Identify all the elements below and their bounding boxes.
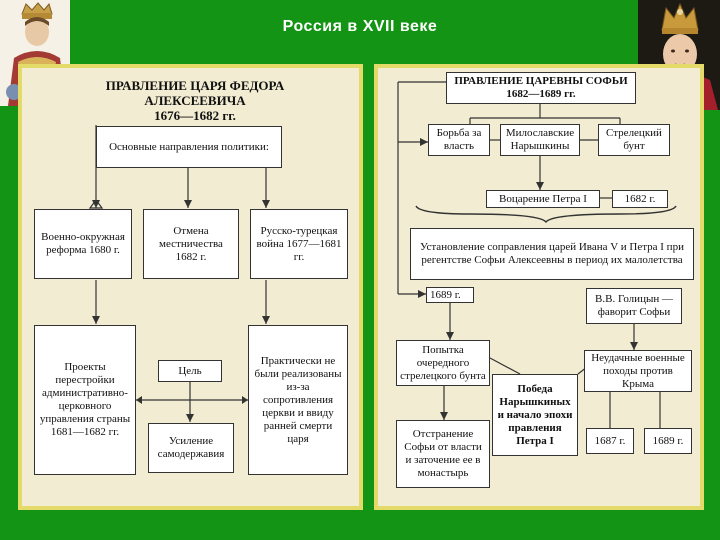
victory-box: Победа Нарышкиных и начало эпохи правлен…	[492, 374, 578, 456]
accession-box: Воцарение Петра I	[486, 190, 600, 208]
golitsyn-box: В.В. Голицын — фаворит Софьи	[586, 288, 682, 324]
failed-campaigns-box: Неудачные военные походы против Крыма	[584, 350, 692, 392]
year-1682-box: 1682 г.	[612, 190, 668, 208]
miloslavsky-box: Милославские Нарышкины	[500, 124, 580, 156]
goal-box: Цель	[158, 360, 222, 382]
main-directions-box: Основные направления политики:	[96, 126, 282, 168]
abolition-box: Отмена местничества 1682 г.	[143, 209, 239, 279]
not-implemented-box: Практически не были реализованы из-за со…	[248, 325, 348, 475]
year-1689b-box: 1689 г.	[644, 428, 692, 454]
left-heading-years: 1676—1682 гг.	[154, 108, 236, 123]
right-heading-years: 1682—1689 гг.	[506, 88, 576, 100]
russo-turkish-war-box: Русско-турецкая война 1677—1681 гг.	[250, 209, 348, 279]
removal-box: Отстранение Софьи от власти и заточение …	[396, 420, 490, 488]
strengthening-box: Усиление самодержавия	[148, 423, 234, 473]
right-heading: ПРАВЛЕНИЕ ЦАРЕВНЫ СОФЬИ 1682—1689 гг.	[446, 72, 636, 104]
slide-title: Россия в XVII веке	[282, 18, 438, 35]
right-heading-title: ПРАВЛЕНИЕ ЦАРЕВНЫ СОФЬИ	[454, 75, 628, 87]
streltsy-revolt-box: Стрелецкий бунт	[598, 124, 670, 156]
co-rule-box: Установление соправления царей Ивана V и…	[410, 228, 694, 280]
left-heading-title: ПРАВЛЕНИЕ ЦАРЯ ФЕДОРА АЛЕКСЕЕВИЧА	[105, 78, 285, 108]
power-struggle-box: Борьба за власть	[428, 124, 490, 156]
year-1689-box: 1689 г.	[426, 287, 474, 303]
year-1687-box: 1687 г.	[586, 428, 634, 454]
projects-box: Проекты перестройки административно-церк…	[34, 325, 136, 475]
left-heading: ПРАВЛЕНИЕ ЦАРЯ ФЕДОРА АЛЕКСЕЕВИЧА 1676—1…	[60, 78, 330, 123]
attempt-box: Попытка очередного стрелецкого бунта	[396, 340, 490, 386]
military-reform-box: Военно-окружная реформа 1680 г.	[34, 209, 132, 279]
